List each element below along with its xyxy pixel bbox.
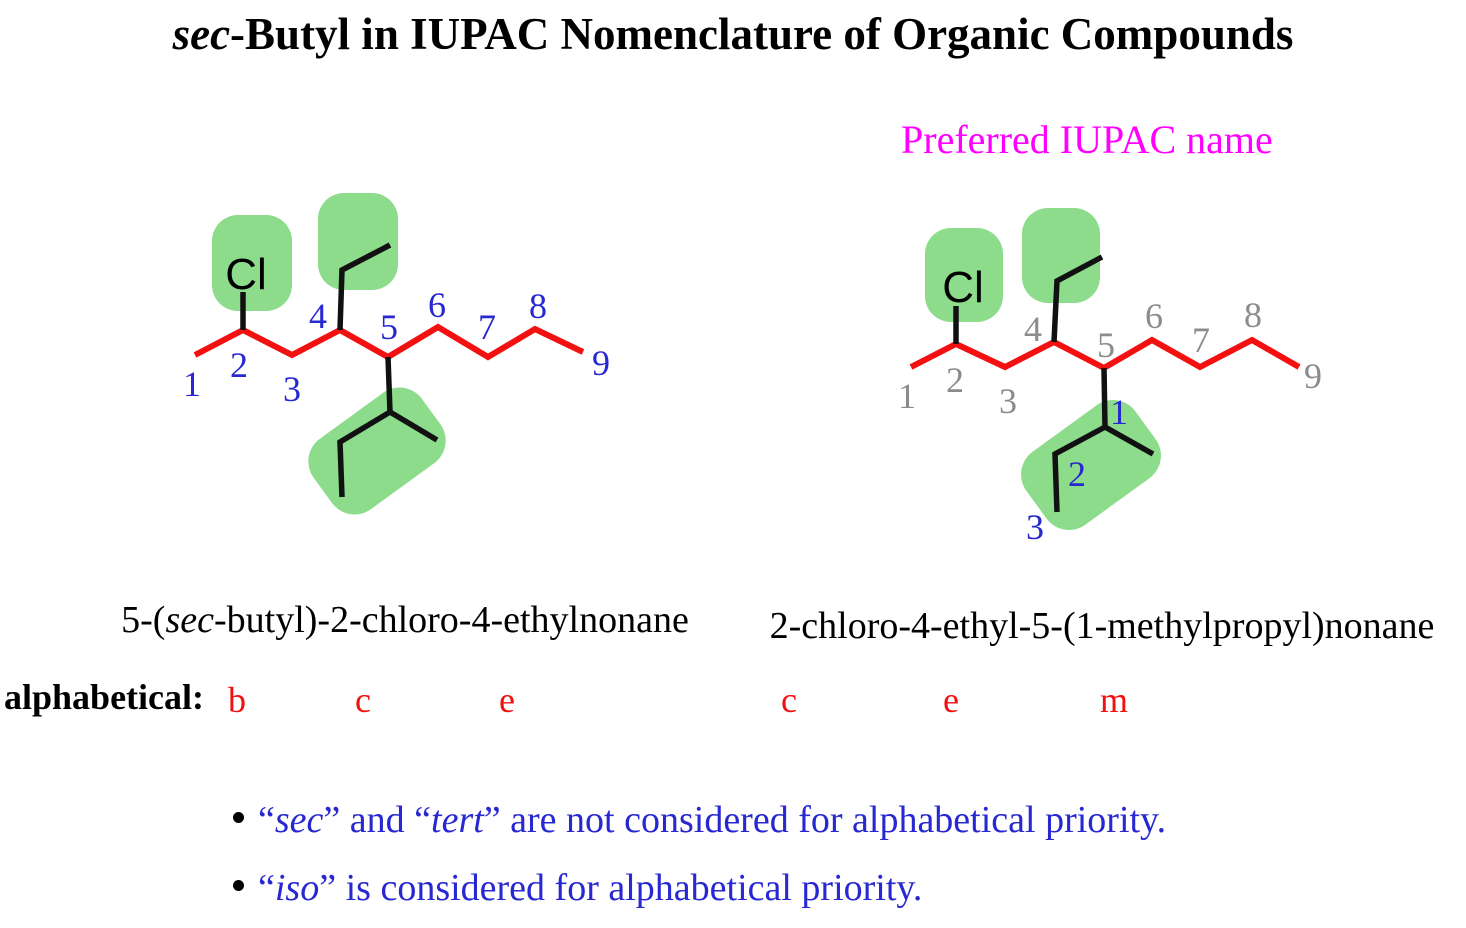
alpha-letter-c-right: c — [781, 680, 797, 720]
b1-mid: ” and “ — [323, 799, 432, 841]
bullet-note-sec-tert: “sec” and “tert” are not considered for … — [258, 798, 1166, 842]
b1-term-sec: sec — [274, 799, 324, 841]
right-substituent-number-2: 2 — [1068, 454, 1086, 494]
left-carbon-number-4: 4 — [309, 296, 327, 336]
left-secbutyl-highlight — [308, 387, 446, 515]
bullet-dot-2 — [233, 880, 244, 891]
b2-open-quote: “ — [258, 867, 275, 909]
left-carbon-number-1: 1 — [183, 364, 201, 404]
b2-rest: ” is considered for alphabetical priorit… — [319, 867, 923, 909]
alpha-letter-e-left: e — [499, 680, 515, 720]
right-structure: Cl 1 2 3 4 5 6 7 8 9 1 2 3 — [898, 208, 1322, 547]
left-chlorine-label: Cl — [225, 250, 267, 299]
page-title: sec-Butyl in IUPAC Nomenclature of Organ… — [0, 8, 1466, 60]
left-carbon-number-5: 5 — [380, 307, 398, 347]
right-carbon-number-1: 1 — [898, 376, 916, 416]
right-carbon-number-3: 3 — [999, 381, 1017, 421]
left-name-post: -butyl)-2-chloro-4-ethylnonane — [214, 599, 689, 641]
right-ethyl-bonds — [1051, 254, 1104, 343]
left-carbon-number-3: 3 — [283, 369, 301, 409]
right-ethyl-highlight — [1022, 208, 1100, 303]
left-carbon-number-7: 7 — [478, 307, 496, 347]
b1-open-quote: “ — [258, 799, 275, 841]
right-chlorine-label: Cl — [942, 263, 984, 312]
right-compound-name: 2-chloro-4-ethyl-5-(1-methylpropyl)nonan… — [769, 605, 1435, 647]
right-substituent-number-3: 3 — [1026, 507, 1044, 547]
alphabetical-label: alphabetical: — [4, 677, 205, 717]
right-carbon-number-9: 9 — [1304, 356, 1322, 396]
right-carbon-number-2: 2 — [946, 360, 964, 400]
right-substituent-number-1: 1 — [1110, 392, 1128, 432]
left-secbutyl-methyl-bond — [388, 409, 439, 443]
left-carbon-number-2: 2 — [230, 345, 248, 385]
right-carbon-number-8: 8 — [1244, 295, 1262, 335]
b2-term-iso: iso — [274, 867, 320, 909]
alpha-letter-b: b — [228, 680, 246, 720]
left-carbon-number-9: 9 — [592, 343, 610, 383]
left-name-pre: 5-( — [121, 599, 166, 641]
alpha-letter-e-right: e — [943, 680, 959, 720]
left-carbon-number-8: 8 — [529, 286, 547, 326]
right-carbon-number-4: 4 — [1024, 309, 1042, 349]
right-secbutyl-methyl-bond — [1103, 424, 1155, 457]
right-chloro-highlight — [925, 228, 1003, 322]
bullet-note-iso: “iso” is considered for alphabetical pri… — [258, 866, 922, 910]
alpha-letter-c-left: c — [355, 680, 371, 720]
left-chloro-highlight — [212, 215, 292, 311]
left-ethyl-bonds — [337, 242, 392, 331]
bullet-dot-1 — [233, 812, 244, 823]
left-ethyl-highlight — [318, 193, 398, 290]
left-carbon-number-6: 6 — [428, 285, 446, 325]
alpha-letter-m-right: m — [1099, 680, 1129, 720]
left-name-italic-sec: sec — [165, 599, 214, 641]
left-compound-name: 5-(sec-butyl)-2-chloro-4-ethylnonane — [90, 598, 720, 642]
b1-term-tert: tert — [431, 799, 484, 841]
right-carbon-number-6: 6 — [1145, 296, 1163, 336]
title-rest: -Butyl in IUPAC Nomenclature of Organic … — [230, 9, 1294, 59]
b1-rest: ” are not considered for alphabetical pr… — [483, 799, 1167, 841]
left-structure: Cl 1 2 3 4 5 6 7 8 9 — [183, 193, 610, 515]
right-carbon-number-7: 7 — [1192, 320, 1210, 360]
right-secbutyl-bonds — [1052, 367, 1108, 513]
preferred-iupac-label: Preferred IUPAC name — [901, 117, 1273, 162]
right-carbon-number-5: 5 — [1097, 325, 1115, 365]
title-italic-sec: sec — [172, 9, 231, 59]
left-secbutyl-bonds — [337, 356, 393, 498]
